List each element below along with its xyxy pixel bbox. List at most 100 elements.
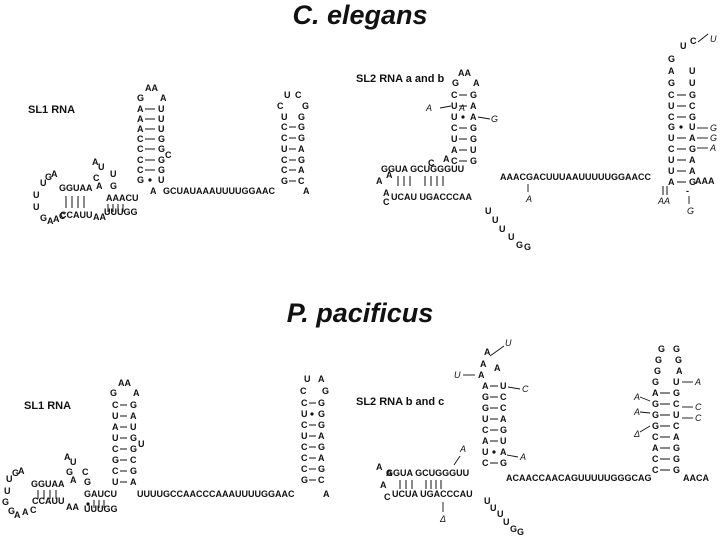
svg-text:C: C bbox=[668, 112, 675, 122]
svg-text:U: U bbox=[33, 190, 40, 200]
svg-text:U: U bbox=[500, 436, 507, 446]
svg-text:U: U bbox=[482, 447, 489, 457]
pp-sl2-structure: AAC A GGUA GCUGGGUU UCUA UGACCCAU Δ A A … bbox=[376, 338, 709, 537]
svg-text:A: A bbox=[500, 447, 507, 457]
svg-text:C: C bbox=[451, 156, 458, 166]
svg-text:G: G bbox=[452, 78, 459, 88]
svg-text:-: - bbox=[686, 186, 689, 196]
svg-text:A: A bbox=[92, 157, 99, 167]
svg-text:G: G bbox=[470, 90, 477, 100]
svg-text:G: G bbox=[516, 240, 523, 250]
svg-text:G: G bbox=[510, 524, 517, 534]
svg-text:U: U bbox=[98, 162, 105, 172]
svg-text:C: C bbox=[500, 403, 507, 413]
svg-text:U: U bbox=[668, 155, 675, 165]
svg-text:A: A bbox=[70, 475, 77, 485]
svg-text:G: G bbox=[66, 467, 73, 477]
svg-text:G: G bbox=[652, 410, 659, 420]
svg-text:A: A bbox=[298, 144, 305, 154]
svg-text:G: G bbox=[652, 377, 659, 387]
svg-text:A: A bbox=[425, 103, 432, 113]
svg-text:A: A bbox=[64, 452, 71, 462]
svg-text:U: U bbox=[158, 104, 165, 114]
svg-text:U: U bbox=[673, 410, 680, 420]
svg-text:C: C bbox=[277, 101, 284, 111]
svg-text:A: A bbox=[298, 165, 305, 175]
svg-text:C: C bbox=[30, 505, 37, 515]
svg-text:G: G bbox=[689, 144, 696, 154]
svg-text:G: G bbox=[500, 458, 507, 468]
svg-text:G: G bbox=[158, 134, 165, 144]
svg-text:C: C bbox=[482, 458, 489, 468]
svg-text:U: U bbox=[482, 414, 489, 424]
svg-text:G: G bbox=[12, 468, 19, 478]
svg-text:A: A bbox=[676, 366, 683, 376]
svg-text:G: G bbox=[281, 176, 288, 186]
pp-sl2-linear: ACAACCAACAGUUUUUGGGCAG bbox=[506, 473, 652, 483]
svg-text:A: A bbox=[668, 177, 675, 187]
svg-text:U: U bbox=[40, 178, 47, 188]
svg-text:A: A bbox=[130, 411, 137, 421]
pp-sl1-linear: UUUUGCCAACCCAAAUUUUGGAAC bbox=[137, 489, 295, 499]
svg-text:A: A bbox=[130, 477, 137, 487]
svg-text:A: A bbox=[386, 170, 393, 180]
svg-text:A: A bbox=[14, 510, 21, 520]
svg-text:A: A bbox=[458, 103, 465, 113]
svg-text:U: U bbox=[668, 133, 675, 143]
svg-text:AAACU: AAACU bbox=[106, 193, 139, 203]
svg-text:C: C bbox=[281, 165, 288, 175]
svg-text:C: C bbox=[295, 90, 302, 100]
svg-text:A: A bbox=[709, 143, 716, 153]
svg-text:A: A bbox=[484, 347, 491, 357]
svg-text:U: U bbox=[281, 144, 288, 154]
svg-text:C: C bbox=[112, 444, 119, 454]
svg-text:A: A bbox=[133, 388, 140, 398]
svg-text:G: G bbox=[158, 144, 165, 154]
svg-text:G: G bbox=[689, 90, 696, 100]
svg-text:G: G bbox=[668, 122, 675, 132]
svg-text:G: G bbox=[318, 442, 325, 452]
ce-sl2-loop-upper: GGUA GCUGGGUU bbox=[381, 164, 464, 174]
svg-text:U: U bbox=[689, 122, 696, 132]
svg-text:U: U bbox=[284, 90, 291, 100]
svg-text:U: U bbox=[668, 101, 675, 111]
svg-text:G: G bbox=[470, 156, 477, 166]
svg-text:U: U bbox=[6, 474, 13, 484]
svg-text:C: C bbox=[112, 400, 119, 410]
svg-text:A: A bbox=[482, 436, 489, 446]
svg-text:G: G bbox=[298, 133, 305, 143]
svg-text:U: U bbox=[158, 114, 165, 124]
svg-text:U: U bbox=[508, 232, 515, 242]
label-pp-sl2: SL2 RNA b and c bbox=[356, 396, 445, 408]
svg-text:U: U bbox=[673, 377, 680, 387]
svg-text:C: C bbox=[137, 134, 144, 144]
svg-text:G: G bbox=[137, 175, 144, 185]
svg-text:Δ: Δ bbox=[633, 429, 640, 439]
svg-text:A: A bbox=[494, 363, 501, 373]
svg-text:U: U bbox=[470, 145, 477, 155]
svg-text:A: A bbox=[380, 480, 387, 490]
svg-text:U: U bbox=[304, 374, 311, 384]
svg-text:A: A bbox=[383, 188, 390, 198]
svg-text:C: C bbox=[298, 176, 305, 186]
svg-text:C: C bbox=[384, 492, 391, 502]
svg-text:C: C bbox=[383, 197, 390, 207]
svg-text:G: G bbox=[470, 123, 477, 133]
label-ce-sl1: SL1 RNA bbox=[28, 104, 76, 116]
svg-text:U: U bbox=[130, 422, 137, 432]
svg-text:G: G bbox=[45, 172, 52, 182]
species-title-c-elegans: C. elegans bbox=[292, 0, 428, 30]
svg-text:A: A bbox=[478, 370, 485, 380]
svg-text:G: G bbox=[322, 386, 329, 396]
svg-text:C: C bbox=[59, 211, 66, 221]
svg-text:U: U bbox=[497, 509, 504, 519]
svg-text:AA: AA bbox=[93, 212, 106, 222]
svg-text:G: G bbox=[687, 206, 694, 216]
svg-text:U: U bbox=[33, 202, 40, 212]
svg-text:A: A bbox=[652, 388, 659, 398]
svg-text:C: C bbox=[165, 150, 172, 160]
svg-text:G: G bbox=[470, 134, 477, 144]
svg-text:AA: AA bbox=[657, 196, 670, 206]
